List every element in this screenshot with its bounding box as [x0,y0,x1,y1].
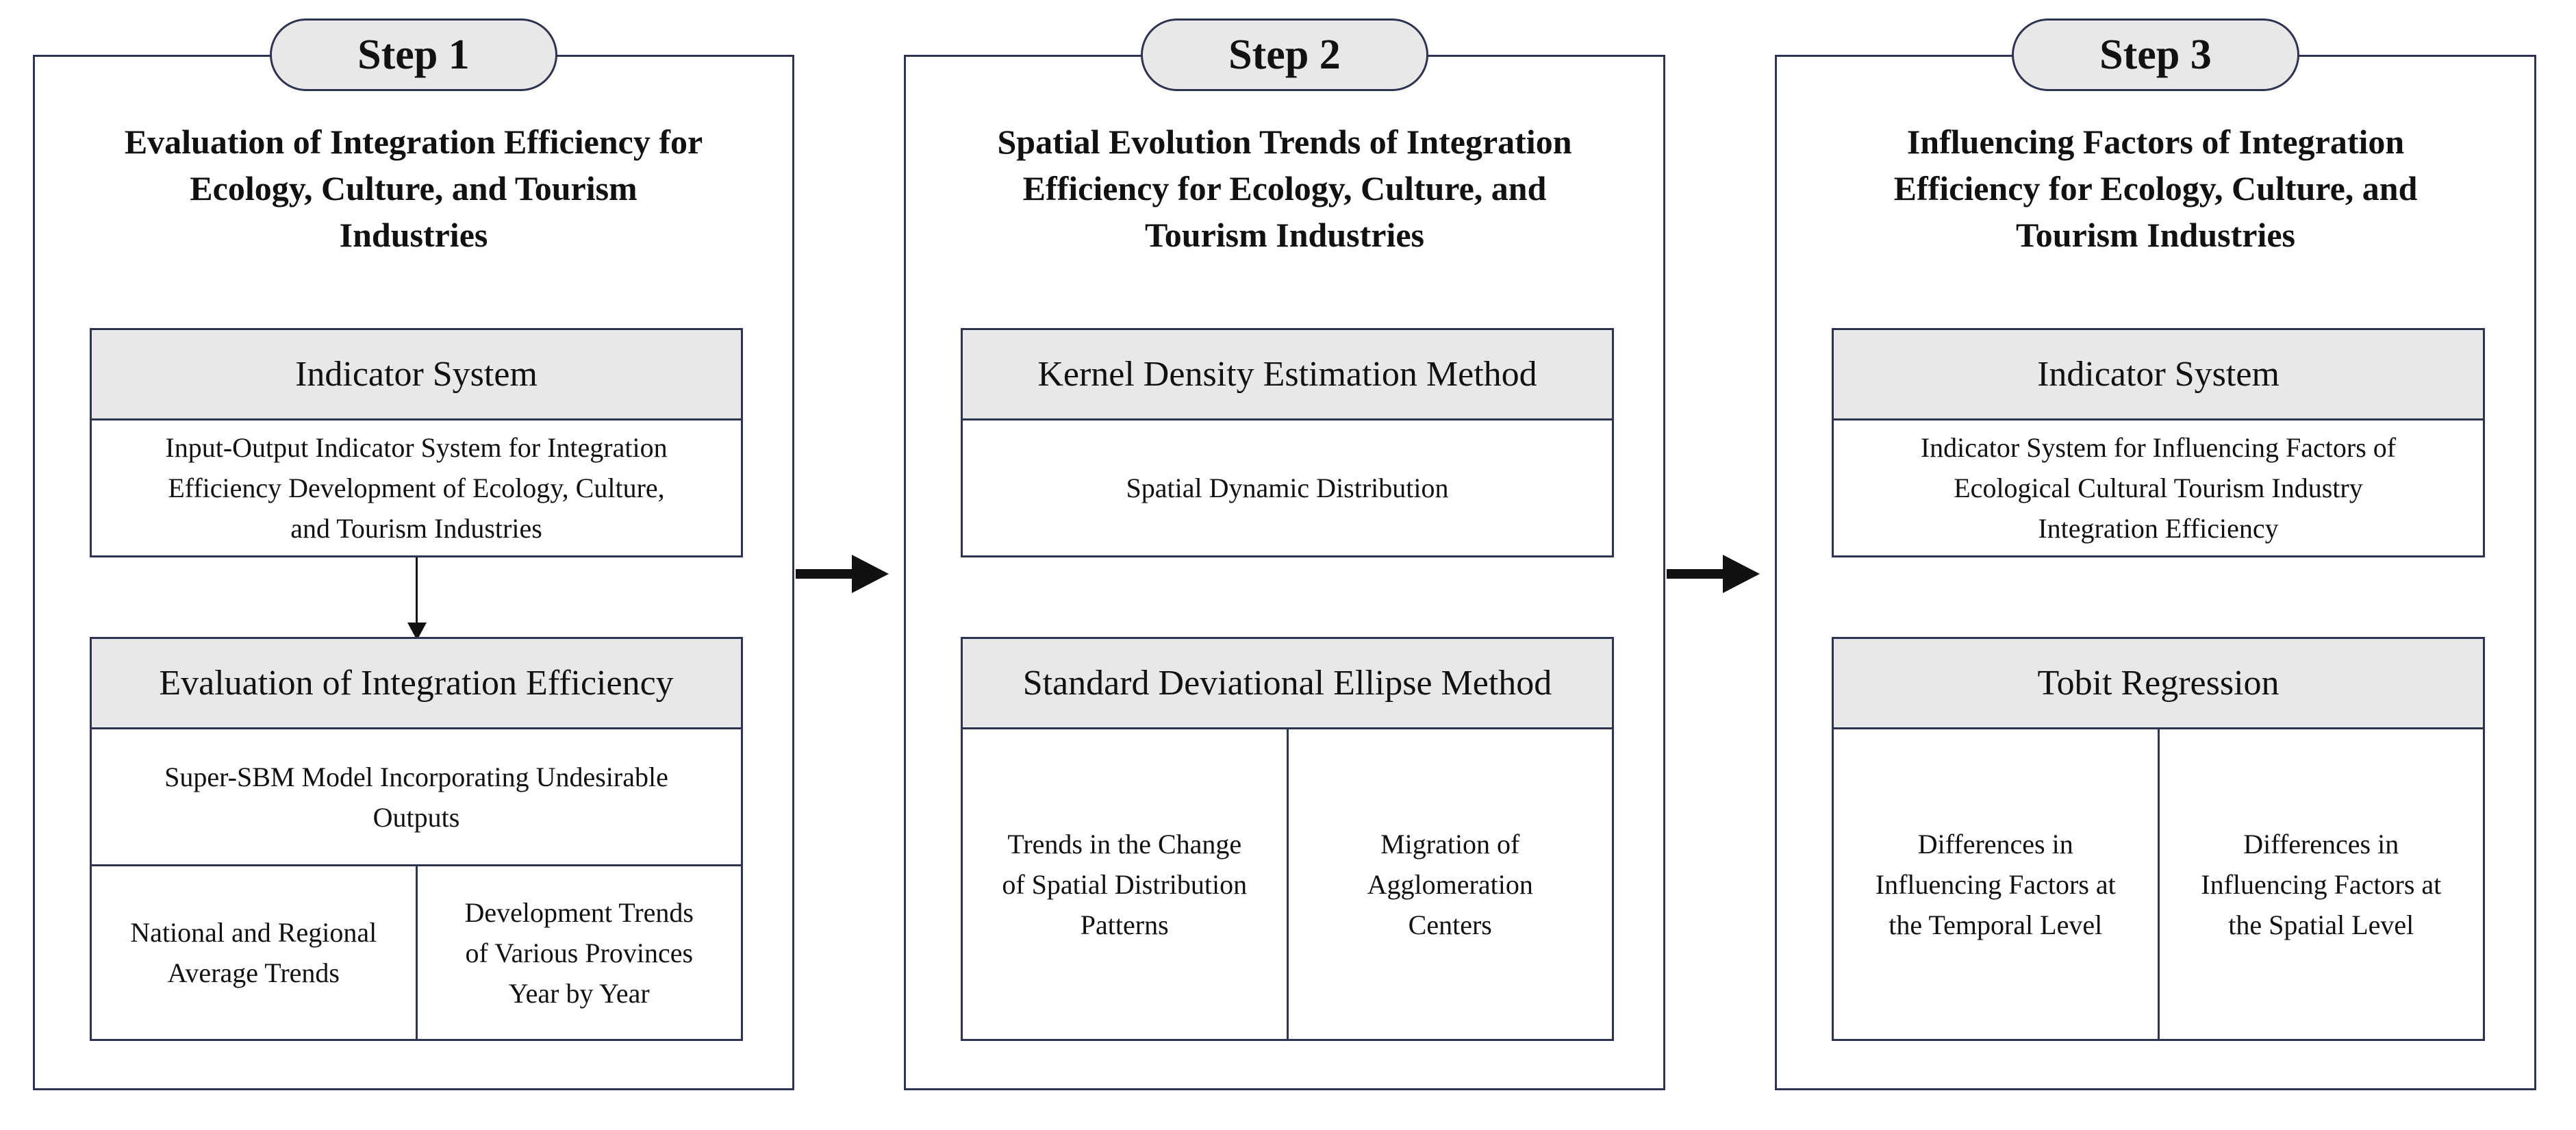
step3-tobit-header: Tobit Regression [1834,639,2483,729]
step2-title: Spatial Evolution Trends of Integration … [997,123,1572,254]
step2-sde-trends: Trends in the Change of Spatial Distribu… [1002,828,1248,940]
step1-indicator-body: Input-Output Indicator System for Integr… [165,432,668,544]
step1-title: Evaluation of Integration Efficiency for… [124,123,703,254]
step2-sde-box: Standard Deviational Ellipse Method Tren… [961,637,1614,1041]
step1-eval-model: Super-SBM Model Incorporating Undesirabl… [92,729,741,866]
step2-sde-header: Standard Deviational Ellipse Method [963,639,1612,729]
arrow-step1-to-step2-shaft [796,569,853,579]
step3-title: Influencing Factors of Integration Effic… [1893,123,2418,254]
step1-pill: Step 1 [270,18,557,91]
step1-eval-provinces: Development Trends of Various Provinces … [415,866,742,1039]
step1-eval-national-regional: National and Regional Average Trends [130,917,377,988]
step3-tobit-split: Differences in Influencing Factors at th… [1834,729,2483,1039]
step3-indicator-body: Indicator System for Influencing Factors… [1920,432,2397,544]
step1-indicator-box: Indicator System Input-Output Indicator … [90,328,743,557]
step3-indicator-box: Indicator System Indicator System for In… [1832,328,2485,557]
step3-tobit-box: Tobit Regression Differences in Influenc… [1832,637,2485,1041]
step3-panel: Influencing Factors of Integration Effic… [1775,55,2536,1090]
step3-indicator-header: Indicator System [1834,330,2483,420]
step3-tobit-spatial: Differences in Influencing Factors at th… [2157,729,2484,1039]
step1-indicator-header: Indicator System [92,330,741,420]
step3-tobit-temporal: Differences in Influencing Factors at th… [1875,828,2116,940]
step1-eval-split: National and Regional Average Trends Dev… [92,866,741,1039]
step2-kde-body: Spatial Dynamic Distribution [1126,473,1449,503]
step2-kde-box: Kernel Density Estimation Method Spatial… [961,328,1614,557]
step2-pill: Step 2 [1141,18,1428,91]
arrow-step1-to-step2-head [852,555,889,593]
arrow-step2-to-step3-shaft [1667,569,1724,579]
step2-kde-header: Kernel Density Estimation Method [963,330,1612,420]
arrow-step2-to-step3-head [1723,555,1760,593]
step2-sde-split: Trends in the Change of Spatial Distribu… [963,729,1612,1039]
step2-sde-migration: Migration of Agglomeration Centers [1286,729,1613,1039]
step1-connector-line [416,557,418,626]
step2-panel: Spatial Evolution Trends of Integration … [904,55,1665,1090]
step1-eval-header: Evaluation of Integration Efficiency [92,639,741,729]
step1-panel: Evaluation of Integration Efficiency for… [33,55,794,1090]
step3-pill: Step 3 [2012,18,2299,91]
step1-eval-box: Evaluation of Integration Efficiency Sup… [90,637,743,1041]
